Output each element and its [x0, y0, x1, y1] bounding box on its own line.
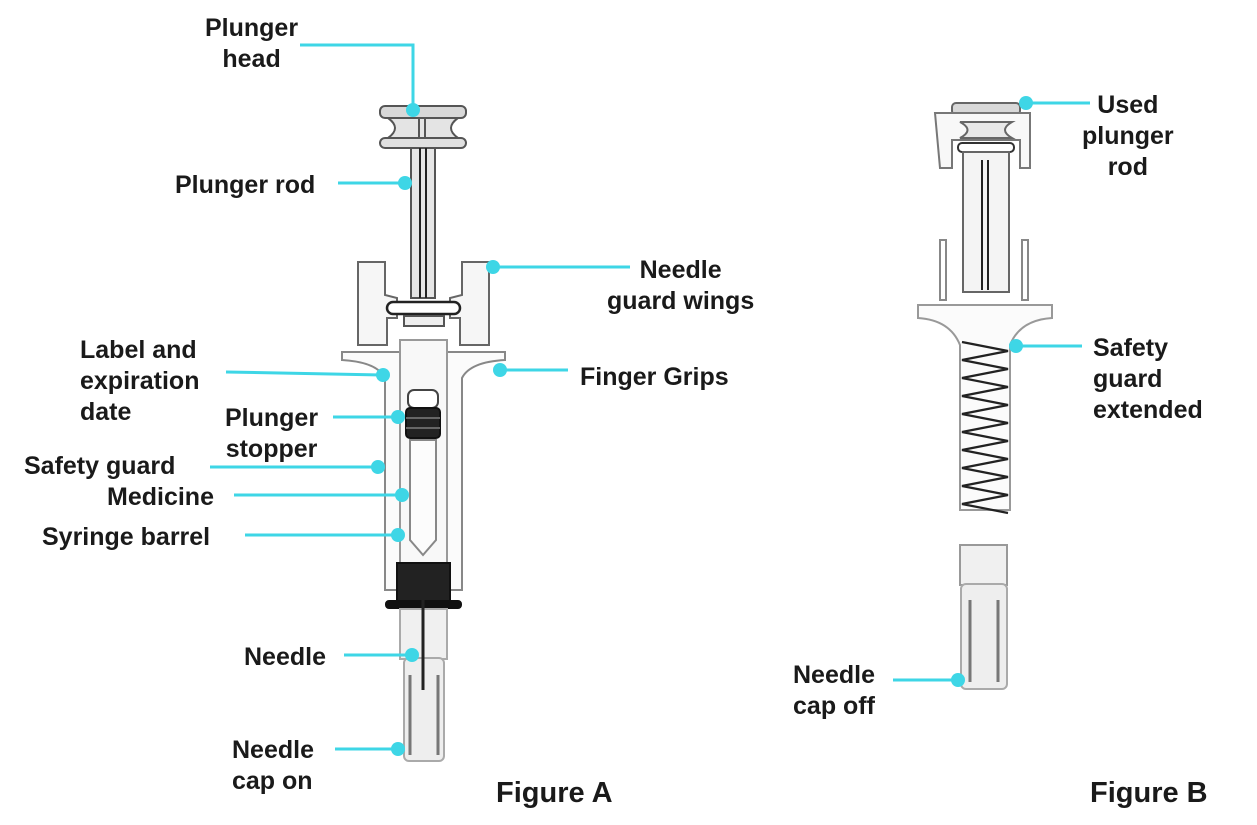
label-safety-guard: Safety guard	[24, 452, 176, 480]
figure-a-syringe	[341, 105, 506, 762]
leader-dot-needle-cap-on	[391, 742, 405, 756]
finger-grips-b	[917, 304, 1053, 511]
figure-b-syringe	[917, 102, 1053, 690]
leader-dot-finger-grips	[493, 363, 507, 377]
label-needle-guard-wings: Needle guard wings	[607, 256, 755, 315]
figure-b-caption: Figure B	[1090, 777, 1208, 809]
leader-line-plunger-head	[300, 43, 415, 110]
label-expiration-date: Label and expiration date	[80, 336, 200, 426]
leader-lines	[210, 43, 1090, 756]
spring-coil	[961, 340, 1009, 515]
leader-dot-medicine	[395, 488, 409, 502]
needle-cap-top-b	[959, 544, 1008, 586]
leader-dot-needle-guard-wings	[486, 260, 500, 274]
leader-dot-plunger-head	[406, 103, 420, 117]
label-needle-cap-off: Needle cap off	[793, 661, 875, 720]
leader-dot-used-plunger-rod	[1019, 96, 1033, 110]
label-plunger-stopper: Plunger stopper	[225, 404, 319, 463]
label-plunger-head: Plunger head	[205, 14, 299, 73]
label-medicine: Medicine	[107, 483, 214, 511]
label-finger-grips: Finger Grips	[580, 363, 729, 391]
label-syringe-barrel: Syringe barrel	[42, 523, 211, 551]
label-needle: Needle	[244, 643, 326, 671]
leader-dot-needle	[405, 648, 419, 662]
leader-dot-safety-guard	[371, 460, 385, 474]
label-used-plunger-rod: Used plunger rod	[1082, 91, 1174, 181]
plunger-head-shape	[379, 105, 467, 149]
leader-line-label-expiration	[225, 370, 384, 377]
leader-dot-safety-guard-extended	[1009, 339, 1023, 353]
label-plunger-rod: Plunger rod	[175, 171, 316, 199]
leader-dot-label-expiration	[376, 368, 390, 382]
leader-dot-plunger-stopper	[391, 410, 405, 424]
medicine-shape	[409, 439, 437, 557]
needle-cap-off-shape	[960, 583, 1008, 690]
plunger-rod-shape	[410, 147, 436, 299]
needle-guard-wings-shape	[357, 261, 490, 346]
figure-a-caption: Figure A	[496, 777, 613, 809]
used-plunger-rod-shape	[962, 151, 1010, 293]
label-safety-guard-extended: Safety guard extended	[1093, 334, 1203, 424]
plunger-stopper-shape	[405, 389, 441, 439]
label-needle-cap-on: Needle cap on	[232, 736, 314, 795]
leader-dot-plunger-rod	[398, 176, 412, 190]
plunger-flange	[385, 300, 462, 316]
leader-dot-syringe-barrel	[391, 528, 405, 542]
leader-dot-needle-cap-off	[951, 673, 965, 687]
